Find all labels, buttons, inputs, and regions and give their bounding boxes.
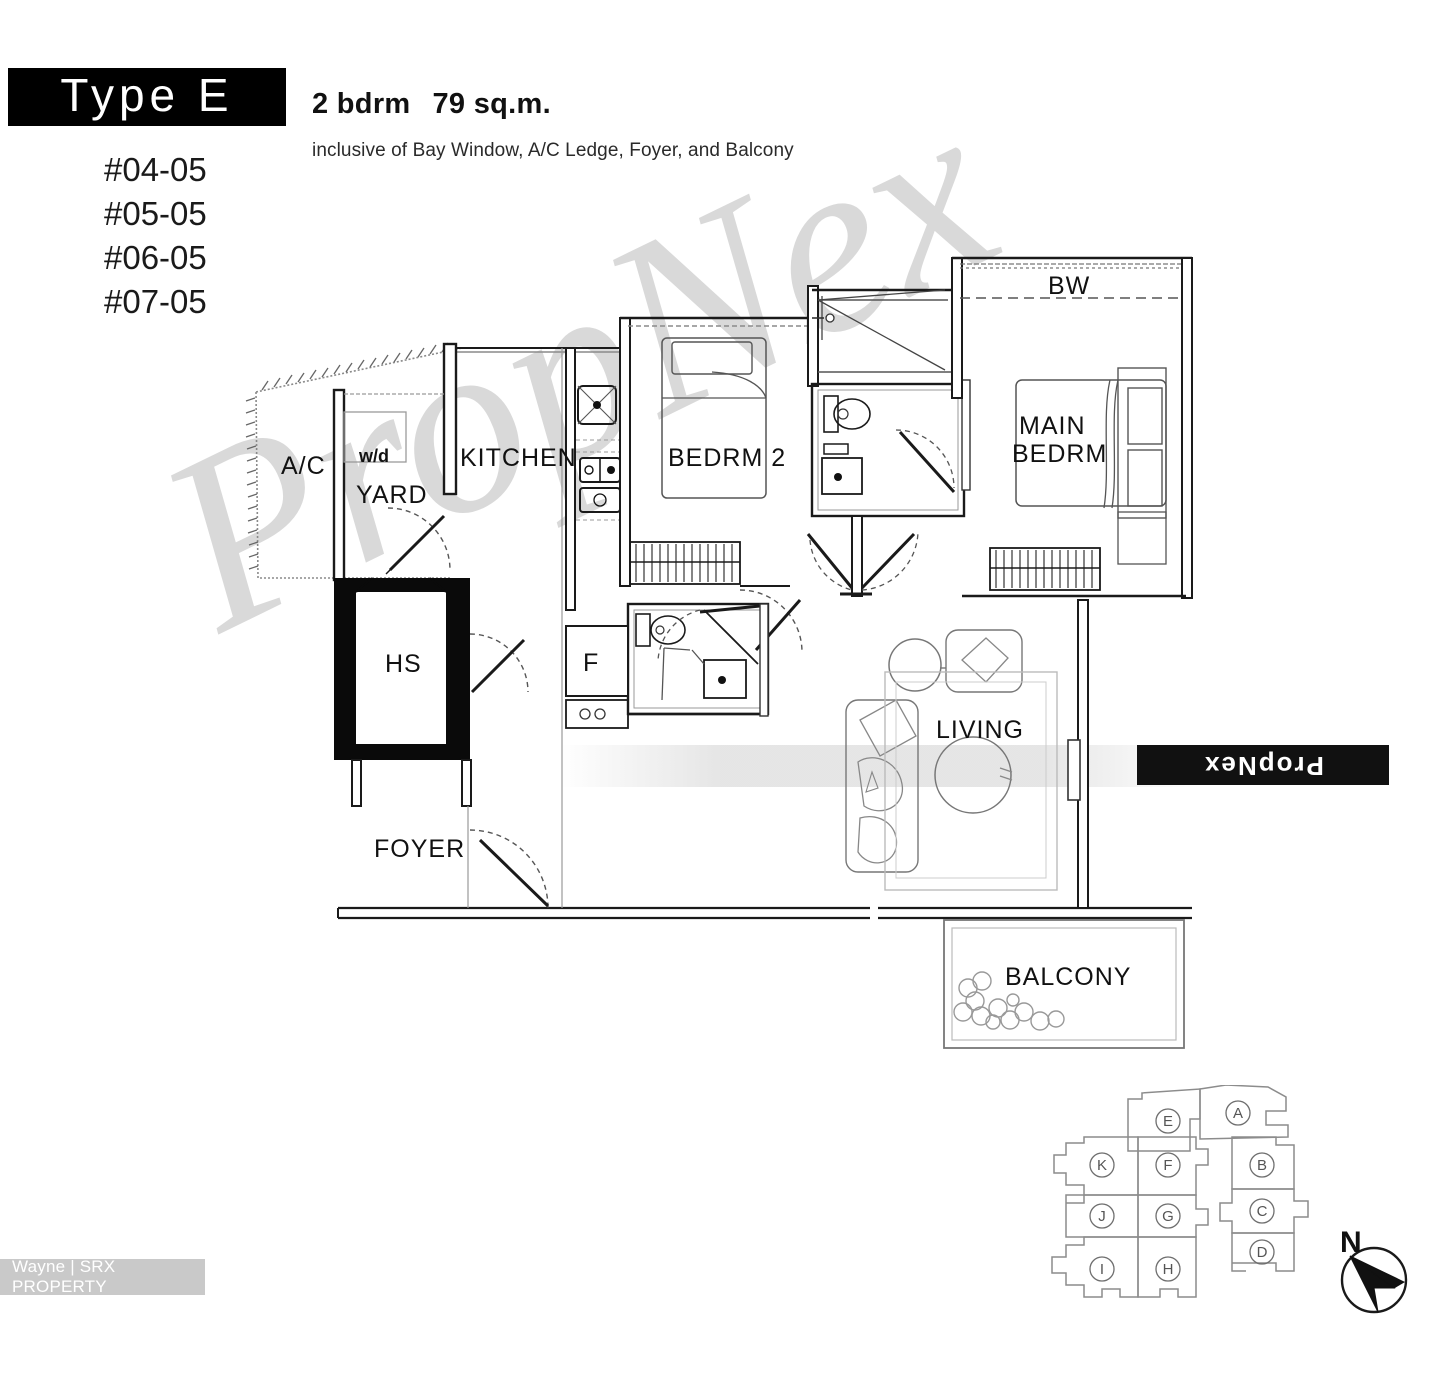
site-block-C: C <box>1257 1203 1268 1220</box>
site-block-F: F <box>1163 1157 1172 1174</box>
unit-number: #07-05 <box>104 283 207 320</box>
living-room <box>845 599 1089 909</box>
agent-watermark-text: Wayne | SRX PROPERTY <box>12 1257 116 1296</box>
unit-number: #05-05 <box>104 195 207 232</box>
label-main-bedroom-line1: MAIN <box>1019 412 1086 440</box>
balcony <box>943 919 1185 1049</box>
unit-summary: 2 bdrm 79 sq.m. <box>312 88 551 121</box>
reversed-propnex-badge: PropNex <box>1137 745 1389 785</box>
label-fridge: F <box>583 649 599 677</box>
site-block-D: D <box>1257 1244 1268 1261</box>
common-bath-lower <box>626 602 770 717</box>
label-kitchen: KITCHEN <box>460 444 577 472</box>
hs-door <box>469 633 529 694</box>
label-living: LIVING <box>936 716 1024 744</box>
fridge <box>565 625 629 729</box>
unit-area: 79 sq.m. <box>432 88 551 120</box>
label-washer-dryer: w/d <box>358 446 389 466</box>
unit-type-badge: Type E <box>8 68 286 126</box>
household-shelter <box>334 577 472 807</box>
common-bath-upper <box>806 285 971 597</box>
yard-door <box>385 507 451 575</box>
label-balcony: BALCONY <box>1005 963 1131 991</box>
main-bedroom <box>951 256 1193 599</box>
unit-number: #06-05 <box>104 239 207 276</box>
kitchen-fixtures <box>576 385 625 521</box>
unit-number-list: #04-05 #05-05 #06-05 #07-05 <box>104 148 324 324</box>
site-block-B: B <box>1257 1157 1267 1174</box>
label-ac-ledge: A/C <box>281 452 326 480</box>
site-block-J: J <box>1098 1208 1106 1225</box>
site-block-A: A <box>1233 1105 1243 1122</box>
label-foyer: FOYER <box>374 835 465 863</box>
north-compass: N <box>1340 1226 1408 1314</box>
label-household-shelter: HS <box>385 650 422 678</box>
label-bay-window: BW <box>1048 272 1090 300</box>
inclusive-note: inclusive of Bay Window, A/C Ledge, Foye… <box>312 140 794 161</box>
unit-number: #04-05 <box>104 151 207 188</box>
ac-ledge-outline <box>245 342 463 579</box>
site-block-G: G <box>1162 1208 1174 1225</box>
label-bedroom-2: BEDRM 2 <box>668 444 786 472</box>
site-plan-key: E A K F J G I H B C D <box>1051 1085 1309 1298</box>
agent-watermark: Wayne | SRX PROPERTY <box>0 1257 205 1296</box>
reversed-badge-text: PropNex <box>1202 750 1324 781</box>
bedroom-count: 2 bdrm <box>312 88 411 120</box>
bedroom-2 <box>619 316 810 653</box>
site-block-E: E <box>1163 1113 1173 1130</box>
foyer <box>337 612 1192 920</box>
site-block-I: I <box>1100 1261 1104 1278</box>
unit-type-label: Type E <box>60 69 234 121</box>
compass-north-label: N <box>1340 1226 1362 1259</box>
label-yard: YARD <box>356 481 428 509</box>
site-block-K: K <box>1097 1157 1107 1174</box>
site-block-H: H <box>1163 1261 1174 1278</box>
label-main-bedroom-line2: BEDRM <box>1012 440 1107 468</box>
